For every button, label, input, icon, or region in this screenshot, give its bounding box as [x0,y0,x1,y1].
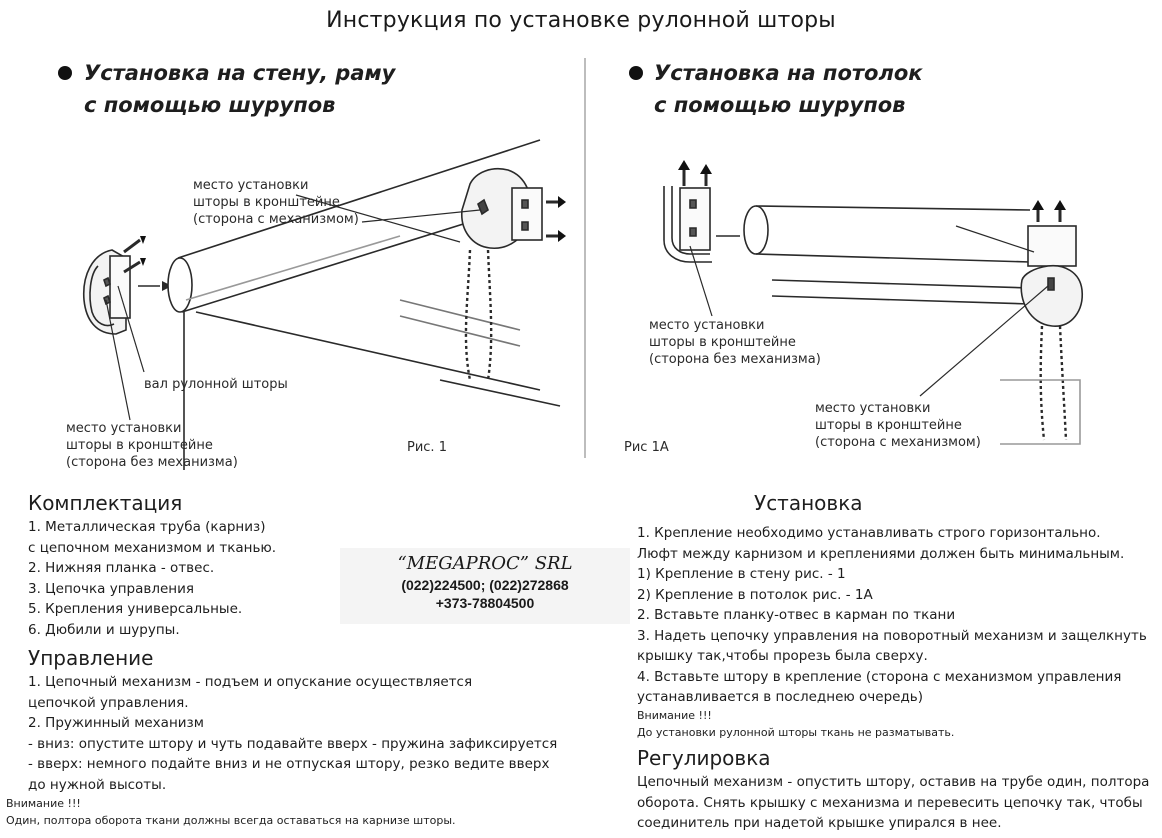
list-item: оборота. Снять крышку с механизма и пере… [637,794,1143,811]
figure-1a-label: Рис 1А [624,440,669,455]
callout-left-line-3: (сторона без механизма) [649,352,821,367]
regulirovka-heading: Регулировка [637,746,771,770]
list-item: 3. Надеть цепочку управления на поворотн… [637,627,1147,644]
list-item: 1. Цепочный механизм - подъем и опускани… [28,674,473,690]
ustanovka-heading: Установка [754,491,863,515]
chain-drawing [1039,325,1068,441]
roller-tube-drawing [743,205,1031,305]
company-name: “MEGAPROC” SRL [397,553,573,574]
roller-tube-drawing [167,139,541,470]
komplektaciya-heading: Комплектация [28,491,183,515]
bracket-without-mechanism-drawing [82,249,172,335]
list-item: 2. Нижняя планка - отвес. [28,560,215,576]
list-item: 3. Цепочка управления [28,580,195,597]
callout-bottom-line-1: место установки [66,421,182,436]
callout-right-line-1: место установки [815,401,931,416]
callout-roller: вал рулонной шторы [144,377,288,392]
list-item: 5. Крепления универсальные. [28,601,243,617]
ustanovka-note-title: Внимание !!! [637,709,712,722]
callout-right-line-2: шторы в кронштейне [815,418,962,433]
list-item: - вверх: немного подайте вниз и не отпус… [28,756,550,772]
company-phones: (022)224500; (022)272868 [401,577,569,593]
arrow-icon [123,238,141,274]
list-item: 4. Вставьте штору в крепление (сторона с… [637,668,1122,685]
callout-top-line-3: (сторона с механизмом) [193,212,359,227]
list-item: соединитель при надетой крышке упирался … [637,815,1002,831]
list-item: 6. Дюбили и шурупы. [28,621,180,638]
list-item: Люфт между карнизом и креплениями должен… [637,545,1125,562]
callout-left-line-2: шторы в кронштейне [649,335,796,350]
bracket-with-mechanism-drawing [1020,225,1083,327]
list-item: до нужной высоты. [28,776,167,793]
upravlenie-note-title: Внимание !!! [6,797,81,810]
list-item: цепочкой управления. [28,694,189,711]
arrow-icon [682,168,1062,222]
ustanovka-list: 1. Крепление необходимо устанавливать ст… [637,523,1147,708]
callout-right-line-3: (сторона с механизмом) [815,435,981,450]
callout-bottom-line-2: шторы в кронштейне [66,438,213,453]
bullet-icon [58,66,72,80]
figure-1-label: Рис. 1 [407,440,447,455]
list-item: крышку так,чтобы прорезь была сверху. [637,648,928,664]
upravlenie-note-text: Один, полтора оборота ткани должны всегд… [6,814,456,827]
panel-divider [584,58,586,458]
upravlenie-list: 1. Цепочный механизм - подъем и опускани… [28,672,557,795]
list-item: 2) Крепление в потолок рис. - 1А [637,586,873,603]
company-mobile: +373-78804500 [435,595,535,611]
left-heading-line-2: с помощью шурупов [84,93,336,117]
chain-drawing [464,249,493,381]
arrow-icon [546,200,560,238]
right-heading-line-2: с помощью шурупов [654,93,906,117]
bracket-with-mechanism-drawing [461,168,543,249]
list-item: 1) Крепление в стену рис. - 1 [637,566,846,582]
upravlenie-heading: Управление [28,646,154,670]
left-heading-line-1: Установка на стену, раму [84,61,396,85]
list-item: Цепочный механизм - опустить штору, оста… [637,774,1150,790]
list-item: 1. Металлическая труба (карниз) [28,519,266,535]
list-item: 2. Вставьте планку-отвес в карман по тка… [637,607,956,623]
page-title: Инструкция по установке рулонной шторы [326,8,836,33]
callout-top-line-2: шторы в кронштейне [193,195,340,210]
list-item: 1. Крепление необходимо устанавливать ст… [637,525,1101,541]
right-heading-line-1: Установка на потолок [654,61,923,85]
callout-top-line-1: место установки [193,178,309,193]
list-item: 2. Пружинный механизм [28,715,204,731]
bullet-icon [629,66,643,80]
komplektaciya-list: 1. Металлическая труба (карниз) с цепочн… [28,517,276,640]
regulirovka-list: Цепочный механизм - опустить штору, оста… [637,772,1149,834]
callout-left-line-1: место установки [649,318,765,333]
list-item: с цепочном механизмом и тканью. [28,539,277,556]
list-item: - вниз: опустите штору и чуть подавайте … [28,735,558,752]
bracket-without-mechanism-drawing [663,186,740,263]
company-contact-box: “MEGAPROC” SRL (022)224500; (022)272868 … [340,548,630,624]
list-item: устанавливается в последнею очередь) [637,689,924,705]
ustanovka-note-text: До установки рулонной шторы ткань не раз… [637,726,955,739]
callout-bottom-line-3: (сторона без механизма) [66,455,238,470]
